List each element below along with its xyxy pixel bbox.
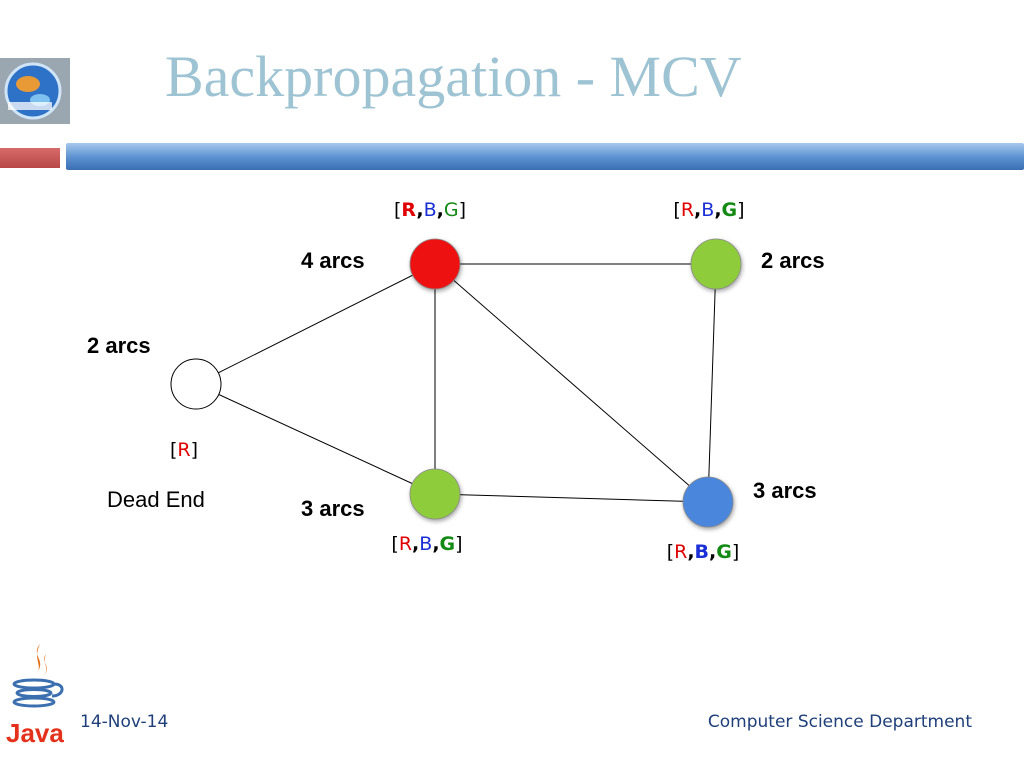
globe-logo-icon [0, 58, 70, 124]
edge-left-bottom-left [195, 383, 436, 495]
arcs-label-bottom-left: 3 arcs [301, 496, 365, 521]
domain-value-b: B [701, 199, 714, 221]
graph-labels: 4 arcs 2 arcs 2 arcs 3 arcs 3 arcs Dead … [87, 199, 825, 563]
footer-department: Computer Science Department [707, 712, 972, 732]
domain-value-g: G [722, 199, 738, 221]
arcs-label-top-left: 4 arcs [301, 248, 365, 273]
graph-edges [195, 263, 717, 503]
domain-value-r: R [399, 533, 412, 555]
domain-label-left: [R] [170, 439, 198, 461]
domain-value-g: G [444, 199, 459, 221]
domain-label-top-right: [R,B,G] [673, 199, 744, 221]
edge-bottom-left-bottom-right [434, 493, 709, 503]
arcs-label-bottom-right: 3 arcs [753, 478, 817, 503]
domain-value-b: B [424, 199, 437, 221]
node-top-left [409, 238, 461, 290]
domain-value-r: R [674, 541, 687, 563]
domain-value-r: R [401, 199, 416, 221]
header-accent-bar [0, 148, 60, 168]
domain-value-b: B [419, 533, 432, 555]
edge-top-right-bottom-right [707, 263, 717, 503]
domain-value-b: B [695, 541, 709, 563]
edge-top-left-left [195, 263, 436, 385]
domain-value-r: R [681, 199, 694, 221]
node-bottom-left [409, 468, 461, 520]
java-logo-icon: Java [6, 644, 64, 748]
domain-label-top-left: [R,B,G] [394, 199, 466, 221]
edge-top-left-bottom-right [434, 263, 709, 503]
header-divider-bar [66, 143, 1024, 170]
domain-value-r: R [177, 439, 190, 461]
arcs-label-left: 2 arcs [87, 333, 151, 358]
node-top-right [690, 238, 742, 290]
slide-title: Backpropagation - MCV [165, 44, 742, 109]
domain-value-g: G [716, 541, 732, 563]
domain-label-bottom-right: [R,B,G] [667, 541, 740, 563]
node-left [170, 358, 222, 410]
domain-value-g: G [440, 533, 456, 555]
graph-nodes [170, 238, 742, 528]
footer-date: 14-Nov-14 [80, 712, 169, 732]
arcs-label-top-right: 2 arcs [761, 248, 825, 273]
domain-label-bottom-left: [R,B,G] [391, 533, 462, 555]
svg-text:Java: Java [6, 718, 64, 748]
node-bottom-right [682, 476, 734, 528]
dead-end-label: Dead End [107, 487, 205, 512]
